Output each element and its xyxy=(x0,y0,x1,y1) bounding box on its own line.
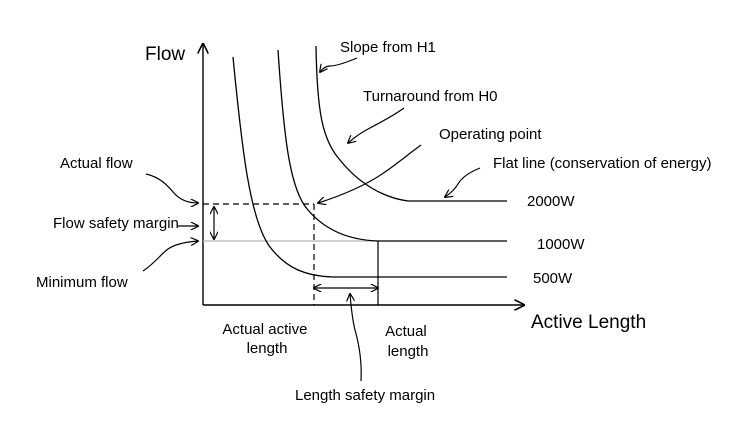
minimum-flow-pointer xyxy=(142,241,198,272)
length-safety-margin-pointer xyxy=(350,294,362,382)
operating-point-guides xyxy=(203,203,379,305)
label-actual-length: Actual length xyxy=(385,323,431,360)
power-label-500w: 500W xyxy=(533,270,573,287)
label-flat-line: Flat line (conservation of energy) xyxy=(493,155,711,172)
y-axis-title: Flow xyxy=(145,44,185,65)
label-actual-active-length-line-2: length xyxy=(247,340,288,357)
label-flow-safety-margin: Flow safety margin xyxy=(53,215,179,232)
label-actual-active-length: Actual active length xyxy=(222,321,311,357)
label-actual-active-length-line-1: Actual active xyxy=(222,321,307,338)
curves xyxy=(232,45,507,278)
pointer-arrows xyxy=(142,57,481,382)
label-actual-length-line-2: length xyxy=(388,343,429,360)
curve-500w xyxy=(232,56,507,278)
curve-1000w xyxy=(277,49,507,242)
label-minimum-flow: Minimum flow xyxy=(36,274,128,291)
axes: Flow Active Length xyxy=(145,44,646,333)
curve-2000w xyxy=(315,45,507,202)
label-operating-point: Operating point xyxy=(439,126,542,143)
label-length-safety-margin: Length safety margin xyxy=(295,387,435,404)
slope-pointer xyxy=(320,57,358,72)
label-actual-length-line-1: Actual xyxy=(385,323,427,340)
power-label-2000w: 2000W xyxy=(527,193,575,210)
flat-line-pointer xyxy=(445,167,481,197)
label-actual-flow: Actual flow xyxy=(60,155,133,172)
actual-flow-pointer xyxy=(145,173,198,203)
power-label-1000w: 1000W xyxy=(537,236,585,253)
label-turnaround-from-h0: Turnaround from H0 xyxy=(363,88,498,105)
turnaround-pointer xyxy=(348,107,405,143)
operating-point-pointer xyxy=(318,144,422,203)
label-slope-from-h1: Slope from H1 xyxy=(340,39,436,56)
x-axis-title: Active Length xyxy=(531,312,646,333)
